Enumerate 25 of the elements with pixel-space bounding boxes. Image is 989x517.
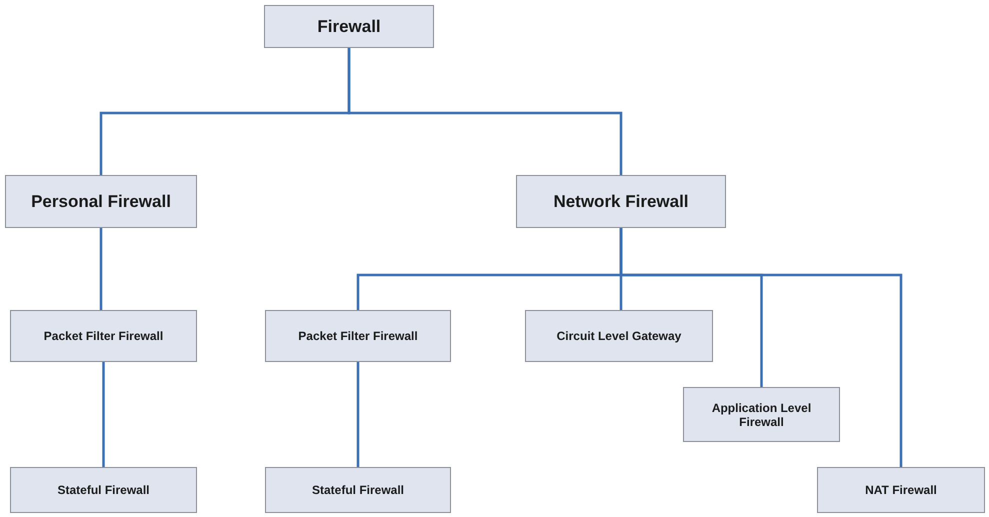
category-box <box>10 310 197 362</box>
category-box <box>264 5 434 48</box>
box-label: Application Level Firewall <box>710 400 812 428</box>
connector-line <box>348 48 622 175</box>
category-box <box>525 310 713 362</box>
box-label: Personal Firewall <box>30 192 172 212</box>
connector-line <box>356 362 360 467</box>
category-box <box>265 467 451 513</box>
category-box <box>265 310 451 362</box>
connector-line <box>102 362 105 467</box>
category-box <box>10 467 197 513</box>
box-label: Stateful Firewall <box>56 483 151 497</box>
box-label: NAT Firewall <box>864 483 938 497</box>
category-box <box>683 387 840 442</box>
box-label: Firewall <box>316 16 382 36</box>
box-label: Packet Filter Firewall <box>42 329 164 343</box>
box-label: Network Firewall <box>552 192 690 212</box>
category-box <box>817 467 985 513</box>
connector-line <box>620 228 902 467</box>
box-label: Circuit Level Gateway <box>556 329 682 343</box>
category-box <box>516 175 726 228</box>
connector-line <box>100 228 102 310</box>
box-label: Packet Filter Firewall <box>297 329 419 343</box>
category-box <box>5 175 197 228</box>
box-label: Stateful Firewall <box>310 483 406 497</box>
